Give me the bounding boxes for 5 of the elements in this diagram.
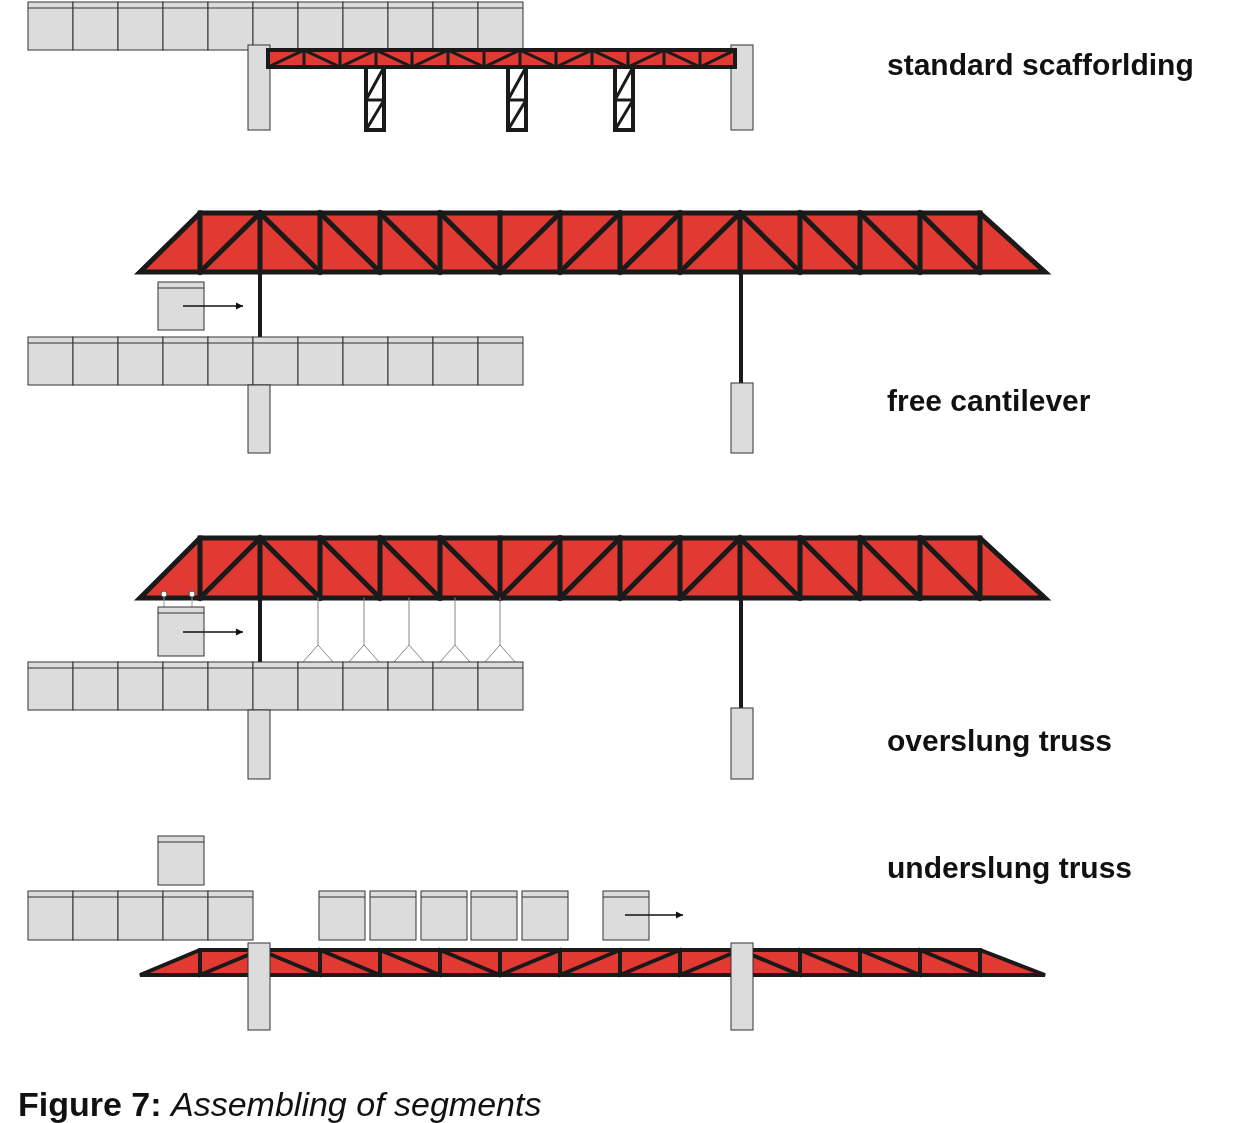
panel-title: standard scafforlding <box>887 48 1194 82</box>
panel-title: overslung truss <box>887 724 1113 758</box>
panel-title: free cantilever <box>887 384 1091 418</box>
figure-caption: Figure 7: Assembling of segments <box>18 1086 542 1122</box>
panel-title: underslung truss <box>887 851 1133 885</box>
